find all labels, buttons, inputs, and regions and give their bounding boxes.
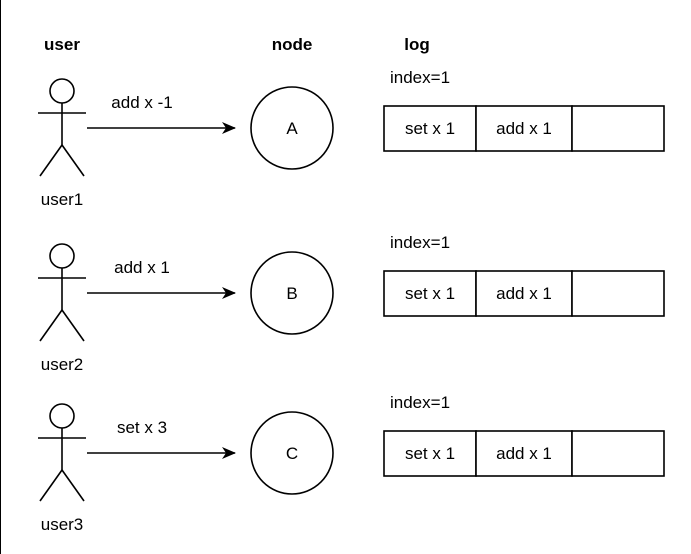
user-label: user2 — [41, 355, 84, 374]
log-cell — [475, 270, 573, 317]
actor-left-leg — [39, 309, 63, 342]
actor-icon — [38, 403, 86, 502]
node-circle — [250, 411, 334, 495]
log-cell — [571, 270, 665, 317]
actor-left-leg — [39, 144, 63, 177]
node-label: C — [286, 444, 298, 463]
header-node: node — [272, 35, 313, 54]
index-label: index=1 — [390, 393, 450, 412]
action-label: add x 1 — [114, 258, 170, 277]
log-cell — [571, 105, 665, 152]
log-entry: add x 1 — [496, 444, 552, 463]
actor-right-leg — [61, 469, 85, 502]
node-circle — [250, 86, 334, 170]
header-user: user — [44, 35, 80, 54]
left-border-line — [0, 0, 1, 554]
log-entry: set x 1 — [405, 119, 455, 138]
header-log: log — [404, 35, 430, 54]
user-label: user1 — [41, 190, 84, 209]
log-entry: add x 1 — [496, 119, 552, 138]
actor-left-leg — [39, 469, 63, 502]
actor-head — [49, 243, 75, 269]
actor-right-leg — [61, 309, 85, 342]
node-label: A — [286, 119, 298, 138]
action-label: add x -1 — [111, 93, 172, 112]
node-circle — [250, 251, 334, 335]
node-label: B — [286, 284, 297, 303]
actor-head — [49, 403, 75, 429]
index-label: index=1 — [390, 233, 450, 252]
log-entry: set x 1 — [405, 444, 455, 463]
actor-icon — [38, 78, 86, 177]
actor-icon — [38, 243, 86, 342]
actor-right-leg — [61, 144, 85, 177]
log-cell — [383, 105, 477, 152]
log-cell — [475, 430, 573, 477]
log-cell — [571, 430, 665, 477]
actor-head — [49, 78, 75, 104]
log-cell — [383, 270, 477, 317]
log-entry: set x 1 — [405, 284, 455, 303]
index-label: index=1 — [390, 68, 450, 87]
log-entry: add x 1 — [496, 284, 552, 303]
user-label: user3 — [41, 515, 84, 534]
action-label: set x 3 — [117, 418, 167, 437]
